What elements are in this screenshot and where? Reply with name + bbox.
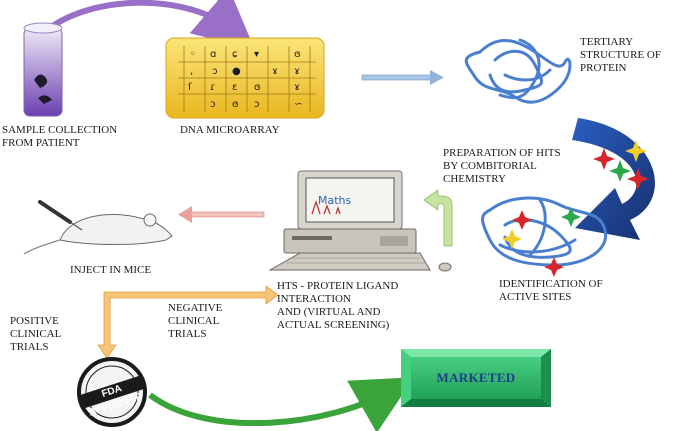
marketed-box: MARKETED <box>401 349 551 407</box>
svg-text:ɑ: ɑ <box>210 49 216 60</box>
svg-text:ɞ: ɞ <box>232 99 239 110</box>
marketed-box-shape <box>401 349 551 407</box>
svg-text:ɔ: ɔ <box>254 99 260 110</box>
active-site-protein-icon <box>481 196 608 277</box>
svg-text:ɔ: ɔ <box>210 99 216 110</box>
sample-tube-icon <box>23 22 63 117</box>
svg-text:ɞ: ɞ <box>294 49 301 60</box>
arrow-to-mice <box>178 206 265 223</box>
marketed-label: MARKETED <box>436 370 516 385</box>
computer-workstation-icon: Maths <box>268 170 452 272</box>
fda-approved-text: FDA APPROVED <box>77 374 147 419</box>
label-dna-microarray: DNA MICROARRAY <box>180 124 280 136</box>
orange-trial-arrows <box>97 285 279 359</box>
svg-text:ɕ: ɕ <box>232 49 238 60</box>
purple-curve-arrow <box>40 0 255 50</box>
label-active-sites: IDENTIFICATION OF ACTIVE SITES <box>499 278 603 303</box>
svg-text:ɔ: ɔ <box>212 66 218 77</box>
svg-text:ɞ: ɞ <box>254 82 261 93</box>
protein-structure-icon <box>464 38 572 104</box>
svg-text:∽: ∽ <box>294 99 302 110</box>
label-tertiary-structure: TERTIARY STRUCTURE OF PROTEIN <box>580 36 661 74</box>
svg-text:ɛ: ɛ <box>232 82 237 93</box>
svg-text:ɾ: ɾ <box>210 82 215 93</box>
mouse-syringe-icon <box>23 200 173 255</box>
svg-text:◦: ◦ <box>190 49 196 60</box>
label-inject-in-mice: INJECT IN MICE <box>70 264 152 276</box>
label-hts: HTS - PROTEIN LIGAND INTERACTION AND (VI… <box>277 280 399 331</box>
arrow-to-computer <box>423 189 453 247</box>
label-positive-trials: POSITIVE CLINICAL TRIALS <box>10 315 62 353</box>
label-negative-trials: NEGATIVE CLINICAL TRIALS <box>168 302 223 340</box>
svg-text:,: , <box>190 66 193 77</box>
svg-text:ɤ: ɤ <box>272 66 278 77</box>
svg-text:ɤ: ɤ <box>294 82 300 93</box>
svg-text:ɤ: ɤ <box>294 66 300 77</box>
svg-text:●: ● <box>232 66 241 77</box>
svg-text:Maths: Maths <box>318 194 352 207</box>
label-sample-collection: SAMPLE COLLECTION FROM PATIENT <box>2 124 118 149</box>
label-preparation-of-hits: PREPARATION OF HITS BY COMBITORIAL CHEMI… <box>443 147 561 185</box>
hit-compound-stars <box>593 140 649 190</box>
green-curve-arrow <box>148 377 415 431</box>
svg-text:ſ: ſ <box>188 82 192 93</box>
fda-approved-seal: FDA APPROVED <box>72 357 152 427</box>
svg-text:▾: ▾ <box>254 49 259 60</box>
arrow-to-protein <box>361 70 444 85</box>
